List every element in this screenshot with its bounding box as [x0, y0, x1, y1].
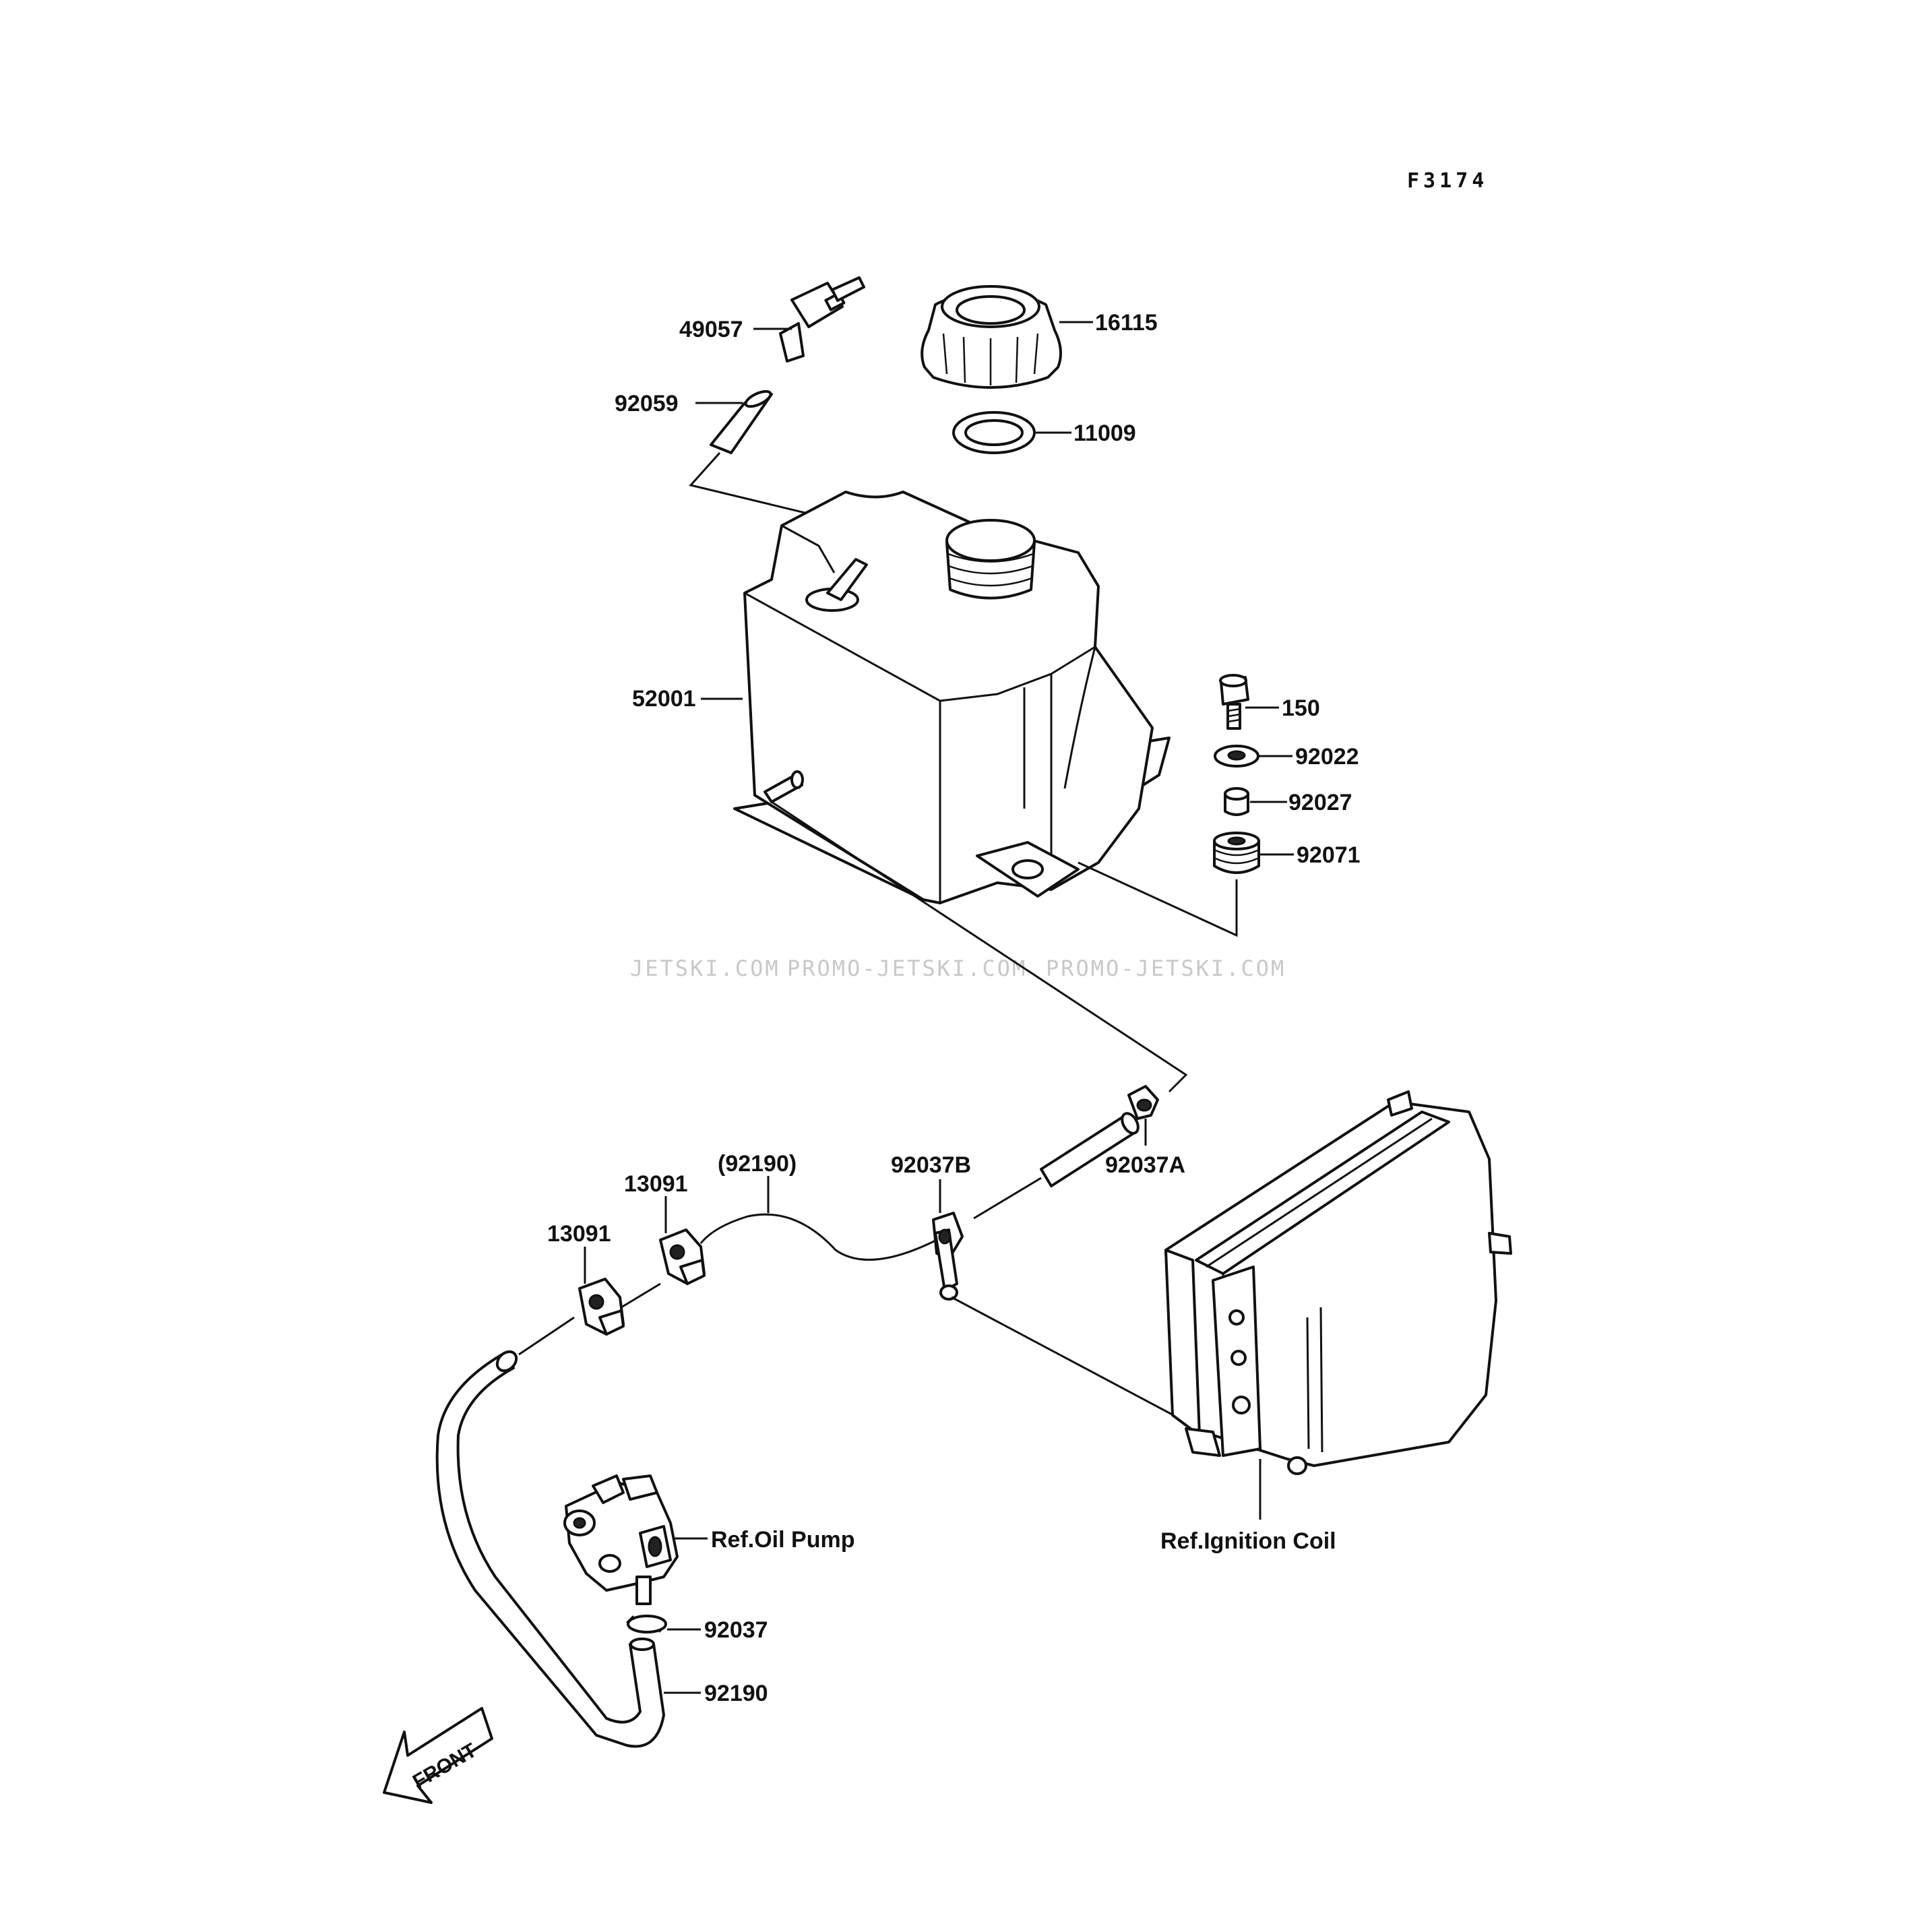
grommet-13091-lower[interactable]: [578, 1278, 625, 1336]
part-label-150: 150: [1282, 695, 1320, 721]
part-label-52001: 52001: [632, 686, 696, 712]
part-label-13091-upper: 13091: [624, 1171, 688, 1197]
part-label-92037: 92037: [704, 1617, 768, 1643]
watermark-text: JETSKI.COM: [630, 956, 780, 981]
breather-fitting-49057[interactable]: [779, 276, 865, 363]
watermark-text: PROMO-JETSKI.COM: [787, 956, 1027, 981]
ref-label-ignition-coil: Ref.Ignition Coil: [1160, 1528, 1336, 1554]
part-label-92059: 92059: [615, 391, 679, 416]
grommet-13091-upper[interactable]: [659, 1228, 706, 1285]
clamp-92037B[interactable]: [932, 1212, 964, 1301]
part-label-92037B: 92037B: [891, 1152, 971, 1178]
diagram-code: F3174: [1407, 169, 1488, 193]
clip-92037[interactable]: [626, 1615, 667, 1633]
part-label-92022: 92022: [1295, 744, 1359, 770]
ref-label-oil-pump: Ref.Oil Pump: [711, 1527, 854, 1553]
part-label-92190-ref: (92190): [718, 1151, 797, 1177]
damper-92071[interactable]: [1213, 832, 1260, 874]
part-label-92190: 92190: [704, 1681, 768, 1706]
front-direction-arrow: FRONT: [383, 1707, 493, 1804]
part-label-49057: 49057: [679, 317, 743, 342]
oil-pump[interactable]: [563, 1474, 679, 1605]
tank-cap-16115[interactable]: [921, 285, 1062, 389]
washer-92022[interactable]: [1214, 745, 1259, 768]
collar-92027[interactable]: [1224, 787, 1249, 816]
part-label-92071: 92071: [1297, 842, 1361, 868]
short-hose[interactable]: [1040, 1111, 1142, 1187]
part-label-13091-lower: 13091: [547, 1221, 611, 1247]
part-label-16115: 16115: [1095, 310, 1158, 336]
part-label-92037A: 92037A: [1105, 1152, 1185, 1178]
clamp-92037A[interactable]: [1127, 1085, 1159, 1120]
breather-hose-92059[interactable]: [710, 388, 773, 454]
bolt-150[interactable]: [1219, 674, 1249, 730]
oil-hose-92190-ref[interactable]: [699, 1213, 937, 1261]
oil-tank-52001[interactable]: [733, 491, 1171, 904]
watermark-text: PROMO-JETSKI.COM: [1046, 956, 1286, 981]
ignition-coil[interactable]: [1164, 1090, 1512, 1475]
oil-hose-92190[interactable]: [435, 1348, 665, 1748]
part-label-11009: 11009: [1073, 420, 1136, 446]
part-label-92027: 92027: [1288, 790, 1352, 815]
watermark: JETSKI.COM PROMO-JETSKI.COM PROMO-JETSKI…: [630, 956, 1286, 981]
gasket-11009[interactable]: [952, 411, 1036, 454]
